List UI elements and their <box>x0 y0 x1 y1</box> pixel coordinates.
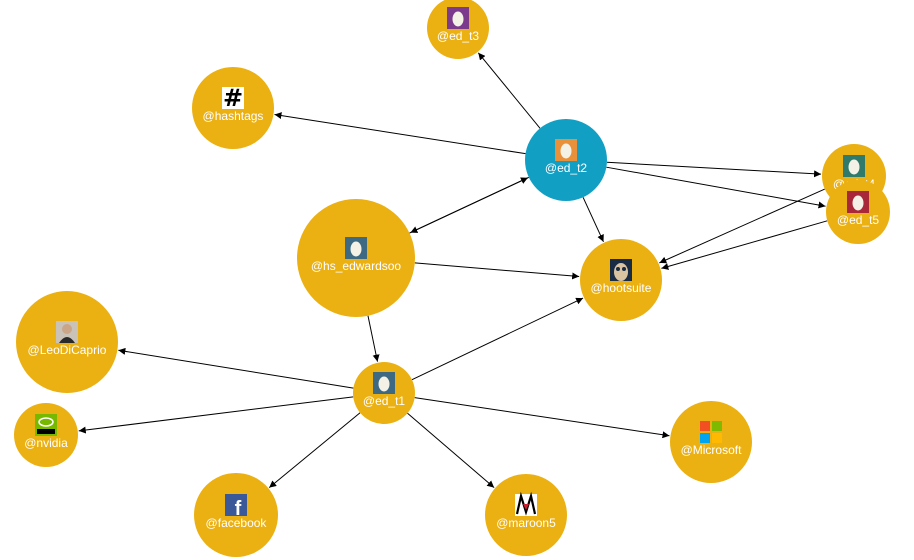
egg-avatar-slate-icon <box>345 237 367 259</box>
egg-avatar-red-icon <box>847 191 869 213</box>
egg-avatar-purple-icon <box>447 7 469 29</box>
edge-ed_t2-to-hashtags <box>274 112 526 155</box>
node-ed_t3[interactable]: @ed_t3 <box>427 0 489 59</box>
svg-text:f: f <box>235 498 242 520</box>
svg-text:#: # <box>223 84 243 112</box>
node-circle[interactable] <box>670 401 752 483</box>
node-ed_t1[interactable]: @ed_t1 <box>353 362 415 424</box>
owl-logo-icon <box>610 259 632 281</box>
node-label: @nvidia <box>24 436 68 450</box>
edge-hs_edwardsoo-to-ed_t1 <box>367 315 380 362</box>
edge-ed_t2-to-ed_t3 <box>477 52 541 129</box>
node-label: @Microsoft <box>681 443 743 457</box>
node-label: @facebook <box>206 516 268 530</box>
node-label: @hootsuite <box>591 281 652 295</box>
node-label: @ed_t1 <box>363 394 406 408</box>
node-ed_t2[interactable]: @ed_t2 <box>525 119 607 201</box>
node-Microsoft[interactable]: @Microsoft <box>670 401 752 483</box>
edge-ed_t5-to-hootsuite <box>661 220 828 270</box>
microsoft-logo-icon <box>700 421 722 443</box>
edges-layer <box>78 52 828 489</box>
edge-ed_t2-to-hootsuite <box>582 197 604 243</box>
maroon5-logo-icon <box>515 491 537 516</box>
edge-ed_t1-to-facebook <box>268 412 361 489</box>
hashtag-icon: # <box>222 84 244 112</box>
node-facebook[interactable]: f@facebook <box>194 473 278 557</box>
edge-hs_edwardsoo-to-hootsuite <box>414 262 580 280</box>
nvidia-logo-icon <box>35 414 57 436</box>
node-hs_edwardsoo[interactable]: @hs_edwardsoo <box>297 199 415 317</box>
egg-avatar-teal-icon <box>843 155 865 177</box>
nodes-layer: @ed_t3#@hashtags@ed_t2@ed_t4@ed_t5@hs_ed… <box>14 0 890 557</box>
node-hashtags[interactable]: #@hashtags <box>192 67 274 149</box>
person-photo-icon <box>56 321 78 343</box>
node-maroon5[interactable]: @maroon5 <box>485 474 567 556</box>
node-label: @LeoDiCaprio <box>28 343 107 357</box>
edge-ed_t1-to-nvidia <box>78 396 354 434</box>
node-label: @ed_t2 <box>545 161 588 175</box>
edge-ed_t2-to-ed_t5 <box>606 166 826 209</box>
node-label: @ed_t3 <box>437 29 480 43</box>
node-label: @ed_t5 <box>837 213 880 227</box>
node-label: @hashtags <box>203 109 264 123</box>
edge-ed_t1-to-LeoDiCaprio <box>118 347 354 389</box>
node-label: @hs_edwardsoo <box>311 259 402 273</box>
node-circle[interactable] <box>427 0 489 59</box>
egg-avatar-slate-icon <box>373 372 395 394</box>
edge-ed_t1-to-hootsuite <box>411 297 584 381</box>
edge-ed_t2-to-ed_t4 <box>606 161 822 178</box>
edge-hs_edwardsoo-to-ed_t2 <box>409 177 529 234</box>
node-label: @maroon5 <box>496 516 556 530</box>
edge-ed_t1-to-Microsoft <box>414 397 670 439</box>
node-hootsuite[interactable]: @hootsuite <box>580 239 662 321</box>
facebook-logo-icon: f <box>225 494 247 520</box>
node-ed_t5[interactable]: @ed_t5 <box>826 180 890 244</box>
edge-ed_t1-to-maroon5 <box>407 412 495 489</box>
node-LeoDiCaprio[interactable]: @LeoDiCaprio <box>16 291 118 393</box>
node-nvidia[interactable]: @nvidia <box>14 403 78 467</box>
edge-ed_t4-to-hootsuite <box>659 188 825 264</box>
egg-avatar-orange-icon <box>555 139 577 161</box>
